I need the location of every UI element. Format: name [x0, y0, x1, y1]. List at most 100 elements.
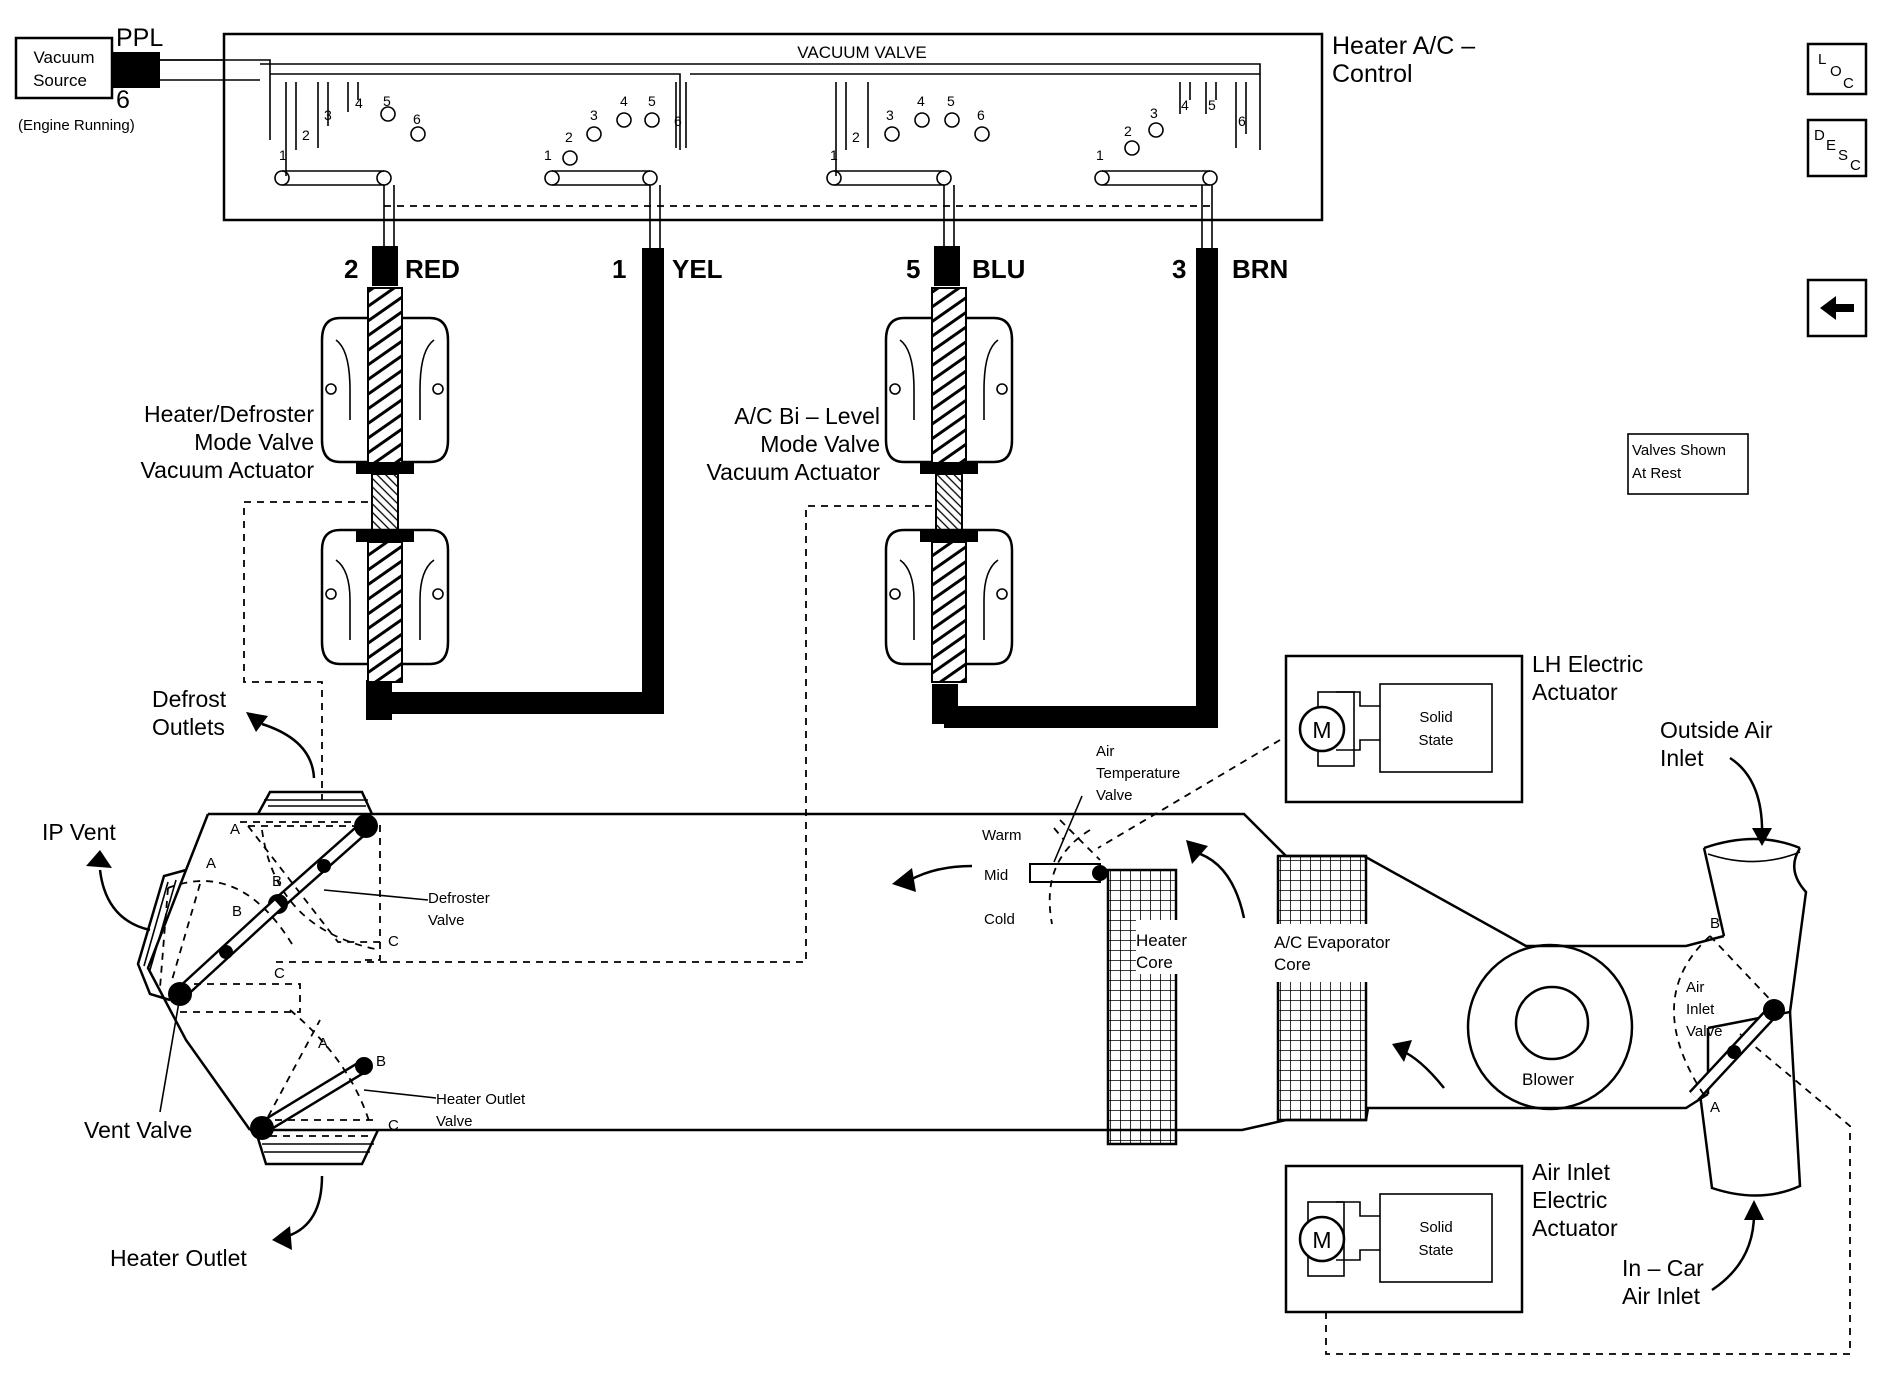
port-d-2: 2	[1124, 123, 1132, 139]
port-b-3: 3	[590, 107, 598, 123]
hose-brn-number: 3	[1172, 254, 1186, 284]
vent-pos-c: C	[274, 965, 285, 982]
blower-label: Blower	[1522, 1070, 1574, 1089]
heater-core	[1106, 868, 1178, 1146]
heater-outlet-valve-line2: Valve	[436, 1113, 472, 1130]
port-a-2: 2	[302, 127, 310, 143]
control-housing	[222, 32, 1324, 222]
air-temperature-valve: Air Temperature Valve Warm Mid Cold	[982, 743, 1180, 928]
hose-blu-number: 5	[906, 254, 920, 284]
ip-vent-label: IP Vent	[42, 819, 116, 845]
desc-button[interactable]: D E S C	[1806, 118, 1868, 178]
ac-actuator-line1: A/C Bi – Level	[734, 403, 880, 429]
port-6-label: 6	[116, 86, 130, 114]
air-inlet-valve: Air Inlet Valve B A	[1673, 915, 1785, 1116]
hd-actuator-line3: Vacuum Actuator	[141, 457, 315, 483]
outside-air-line2: Inlet	[1660, 745, 1704, 771]
air-temp-line3: Valve	[1096, 787, 1132, 804]
port-a-4: 4	[355, 95, 363, 111]
port-c-4: 4	[917, 93, 925, 109]
lh-linkage	[1097, 739, 1281, 849]
supply-line	[160, 59, 271, 140]
ac-bilevel-actuator: A/C Bi – Level Mode Valve Vacuum Actuato…	[707, 287, 1014, 683]
port-group-yel: 1 2 3 4 5 6	[544, 82, 687, 186]
vent-valve: A B C	[159, 855, 301, 1113]
port-group-brn: 1 2 3 4 5 6	[1094, 82, 1247, 186]
loc-l: L	[1818, 51, 1826, 68]
heater-outlet-pos-c: C	[388, 1117, 399, 1134]
port-d-6: 6	[1238, 113, 1246, 129]
engine-running-note: (Engine Running)	[18, 117, 135, 134]
hose-blu-connector	[934, 246, 960, 286]
ac-actuator-line3: Vacuum Actuator	[707, 459, 881, 485]
hose-red-number: 2	[344, 254, 358, 284]
hvac-case: Blower Heater Core A/C Evaporator Core	[136, 790, 1808, 1197]
outside-air-line1: Outside Air	[1660, 717, 1773, 743]
port-d-4: 4	[1181, 97, 1189, 113]
ai-title-line2: Electric	[1532, 1187, 1607, 1213]
port-b-6: 6	[674, 113, 682, 129]
defroster-valve: Defroster Valve A B C	[230, 814, 490, 961]
loc-button[interactable]: L O C	[1806, 42, 1868, 96]
port-b-4: 4	[620, 93, 628, 109]
ac-evaporator-core	[1276, 854, 1368, 1122]
defrost-arrow	[261, 722, 316, 779]
back-button[interactable]	[1806, 278, 1868, 338]
lh-ss-line2: State	[1418, 732, 1453, 749]
in-car-air-line2: Air Inlet	[1622, 1283, 1701, 1309]
desc-e: E	[1826, 137, 1836, 154]
ac-linkage	[270, 505, 932, 963]
hd-linkage	[243, 501, 368, 800]
control-title-line1: Heater A/C –	[1332, 32, 1475, 60]
hose-brn	[944, 248, 1218, 728]
valves-shown-note: Valves Shown At Rest	[1627, 433, 1749, 495]
port-c-6: 6	[977, 107, 985, 123]
heater-core-line1: Heater	[1136, 931, 1187, 950]
vacuum-valve-label: VACUUM VALVE	[797, 43, 926, 62]
desc-s: S	[1838, 147, 1848, 164]
defrost-outlet-housing	[256, 790, 374, 815]
defroster-valve-line1: Defroster	[428, 890, 490, 907]
vacuum-source: Vacuum Source PPL 6 (Engine Running)	[14, 24, 271, 140]
port-d-3: 3	[1150, 105, 1158, 121]
heater-core-arrow	[1193, 850, 1246, 919]
air-inlet-valve-line1: Air	[1686, 979, 1704, 996]
defrost-outlets-line1: Defrost	[152, 686, 227, 712]
ai-motor-label: M	[1312, 1227, 1331, 1253]
in-car-air-arrow	[1711, 1213, 1756, 1292]
port-a-3: 3	[324, 107, 332, 123]
note-line1: Valves Shown	[1632, 442, 1726, 459]
defrost-outlets-line2: Outlets	[152, 714, 225, 740]
blower-housing	[1466, 943, 1634, 1111]
air-temp-line1: Air	[1096, 743, 1114, 760]
ppl-label: PPL	[116, 24, 163, 52]
in-car-air-line1: In – Car	[1622, 1255, 1704, 1281]
vent-pos-a: A	[206, 855, 216, 872]
port-b-1: 1	[544, 147, 552, 163]
hose-red-color: RED	[405, 254, 460, 284]
note-line2: At Rest	[1632, 465, 1682, 482]
evap-line1: A/C Evaporator	[1274, 933, 1391, 952]
ai-title-line1: Air Inlet	[1532, 1159, 1611, 1185]
heater-outlet-valve-line1: Heater Outlet	[436, 1091, 526, 1108]
port-a-1: 1	[279, 147, 287, 163]
vent-pos-b: B	[232, 903, 242, 920]
lh-title-line2: Actuator	[1532, 679, 1618, 705]
ip-vent-arrow	[98, 869, 151, 932]
vacuum-connector	[112, 52, 160, 88]
defroster-pos-a: A	[230, 821, 240, 838]
vacuum-source-line2: Source	[33, 71, 87, 90]
defroster-pos-c: C	[388, 933, 399, 950]
left-arrow-icon	[1820, 296, 1854, 320]
ip-vent-housing	[136, 868, 187, 1002]
heater-outlet-housing	[254, 1129, 380, 1166]
port-b-5: 5	[648, 93, 656, 109]
port-group-blu: 1 2 3 4 5 6	[826, 82, 990, 186]
hose-blu-color: BLU	[972, 254, 1025, 284]
vacuum-source-line1: Vacuum	[33, 48, 94, 67]
heater-outlet-valve: Heater Outlet Valve A B C	[250, 1009, 526, 1140]
port-group-red: 1 2 3 4 5 6	[274, 82, 426, 186]
port-a-5: 5	[383, 93, 391, 109]
